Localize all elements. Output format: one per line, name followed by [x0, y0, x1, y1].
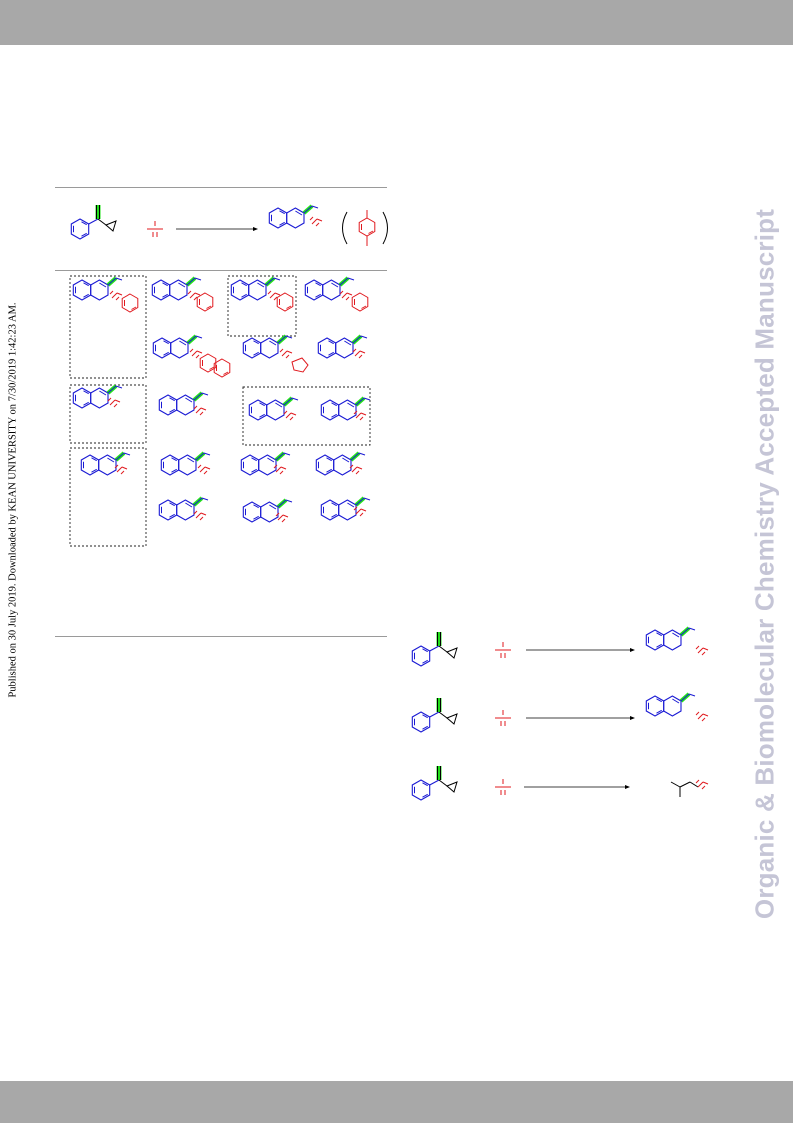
- page-footer-bar: [0, 1081, 793, 1123]
- control-reaction-2: [412, 694, 709, 732]
- product-row-1: [73, 278, 369, 313]
- product-row-2: [153, 336, 367, 378]
- product-row-5: [159, 498, 370, 522]
- scheme-bottom-rule: [55, 636, 387, 637]
- product-row-3: [73, 386, 370, 420]
- scheme-top-rule: [55, 187, 387, 188]
- page-header-bar: [0, 0, 793, 45]
- control-reaction-3: [412, 766, 709, 800]
- scheme-mid-rule: [55, 270, 387, 271]
- product-row-4: [81, 453, 365, 475]
- control-reaction-1: [412, 628, 709, 666]
- scheme-header-reaction: [71, 205, 388, 246]
